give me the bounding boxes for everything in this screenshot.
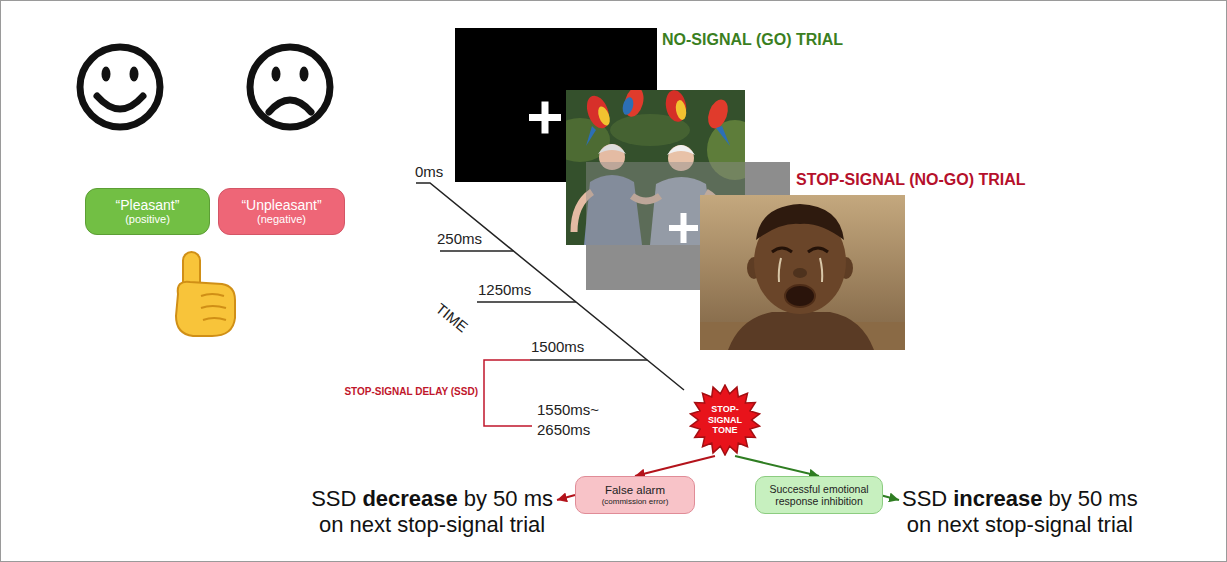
node-text-group: Successful emotional response inhibition: [761, 483, 877, 507]
node-text-group: False alarm(commission error): [602, 484, 669, 506]
adjustment-note: SSDdecrease by 50 mson next stop-signal t…: [311, 486, 553, 538]
happy-face-icon: [102, 67, 111, 82]
unpleasant-photo: [772, 248, 792, 252]
pleasant-photo: [621, 96, 635, 116]
stop-signal-burst: STOP-SIGNAL TONE: [689, 384, 761, 456]
note-text: on next stop-signal trial: [319, 512, 545, 538]
node-title: STOP-SIGNAL TONE: [702, 404, 748, 435]
time-axis: [440, 250, 513, 252]
outcome-arrow: [557, 495, 575, 500]
happy-face-icon: [80, 47, 160, 127]
unpleasant-photo: [793, 268, 807, 278]
note-text: SSD: [311, 486, 356, 512]
valence-pill: “Unpleasant”(negative): [218, 188, 345, 235]
pleasant-photo: [596, 105, 612, 127]
pointing-hand-emoji: [176, 252, 235, 336]
fixation-screen-go: [542, 102, 549, 134]
burst-outline: [691, 385, 760, 455]
node-title: False alarm: [605, 484, 665, 497]
pointing-hand-emoji: [201, 306, 226, 308]
node-text-group: “Unpleasant”(negative): [241, 197, 321, 226]
trial-type-label: STOP-SIGNAL (NO-GO) TRIAL: [795, 171, 1027, 189]
happy-face-icon: [130, 67, 139, 82]
note-line: on next stop-signal trial: [902, 512, 1138, 538]
pleasant-photo: [704, 97, 731, 131]
pleasant-photo: [598, 144, 626, 154]
note-keyword: decrease: [362, 486, 457, 512]
arrow-connector: [735, 456, 819, 476]
node-text-group: “Pleasant”(positive): [116, 197, 180, 226]
adjustment-note: SSDincreaseby 50 mson next stop-signal t…: [902, 486, 1138, 538]
pleasant-photo: [716, 126, 730, 146]
time-tick-label: 1250ms: [477, 281, 532, 298]
unpleasant-photo: [808, 248, 828, 252]
unpleasant-photo: [820, 258, 822, 282]
pleasant-photo: [674, 99, 687, 120]
pointing-hand-emoji: [203, 318, 226, 320]
sad-face-icon: [300, 67, 309, 82]
note-line: on next stop-signal trial: [311, 512, 553, 538]
pleasant-photo: [667, 145, 695, 155]
pointing-hand-emoji: [201, 294, 224, 296]
pointing-hand-emoji: [176, 282, 235, 336]
note-text: SSD: [902, 486, 947, 512]
node-subtitle: (positive): [125, 213, 170, 226]
unpleasant-photo: [700, 195, 905, 350]
node-text-group: STOP-SIGNAL TONE: [702, 404, 748, 435]
arrow-connector: [635, 456, 715, 476]
note-text: on next stop-signal trial: [907, 512, 1133, 538]
sad-face-icon: [250, 47, 330, 127]
note-keyword: increase: [953, 486, 1042, 512]
time-tick-label: 0ms: [414, 163, 444, 180]
node-title: “Pleasant”: [116, 197, 180, 213]
time-axis: [416, 183, 684, 390]
time-axis: [477, 301, 576, 303]
node-title: Successful emotional response inhibition: [761, 483, 877, 507]
unpleasant-photo: [700, 195, 905, 350]
time-tick-label: 250ms: [436, 230, 483, 247]
pleasant-photo: [663, 90, 688, 123]
node-subtitle: (commission error): [602, 497, 669, 506]
unpleasant-photo: [756, 204, 844, 240]
time-tick-label: 1550ms~ 2650ms: [536, 400, 608, 440]
outcome-box: Successful emotional response inhibition: [755, 476, 883, 514]
note-text: by 50 ms: [464, 486, 553, 512]
unpleasant-photo: [785, 285, 815, 307]
fixation-cross: [669, 213, 698, 243]
sad-face-icon: [272, 67, 281, 82]
unpleasant-photo: [728, 312, 874, 350]
delay-bracket: [484, 360, 532, 426]
fixation-cross: [681, 213, 687, 243]
note-text: by 50 ms: [1048, 486, 1137, 512]
pleasant-photo: [586, 126, 596, 146]
delay-label: STOP-SIGNAL DELAY (SSD): [343, 386, 479, 398]
time-tick-label: 1500ms: [530, 338, 585, 355]
time-axis: [416, 183, 684, 390]
valence-pill: “Pleasant”(positive): [85, 188, 210, 235]
time-axis: [530, 359, 647, 361]
pleasant-photo: [583, 93, 613, 132]
sad-face-icon: [250, 47, 330, 127]
trial-type-label: NO-SIGNAL (GO) TRIAL: [661, 31, 844, 49]
pleasant-photo: [621, 90, 646, 119]
note-line: SSDincreaseby 50 ms: [902, 486, 1138, 512]
unpleasant-photo: [779, 258, 781, 282]
sad-face-icon: [269, 100, 311, 112]
note-line: SSDdecrease by 50 ms: [311, 486, 553, 512]
node-subtitle: (negative): [257, 213, 306, 226]
happy-face-icon: [80, 47, 160, 127]
happy-face-icon: [97, 96, 143, 109]
node-title: “Unpleasant”: [241, 197, 321, 213]
outcome-box: False alarm(commission error): [575, 476, 695, 514]
axis-label: TIME: [432, 299, 472, 336]
